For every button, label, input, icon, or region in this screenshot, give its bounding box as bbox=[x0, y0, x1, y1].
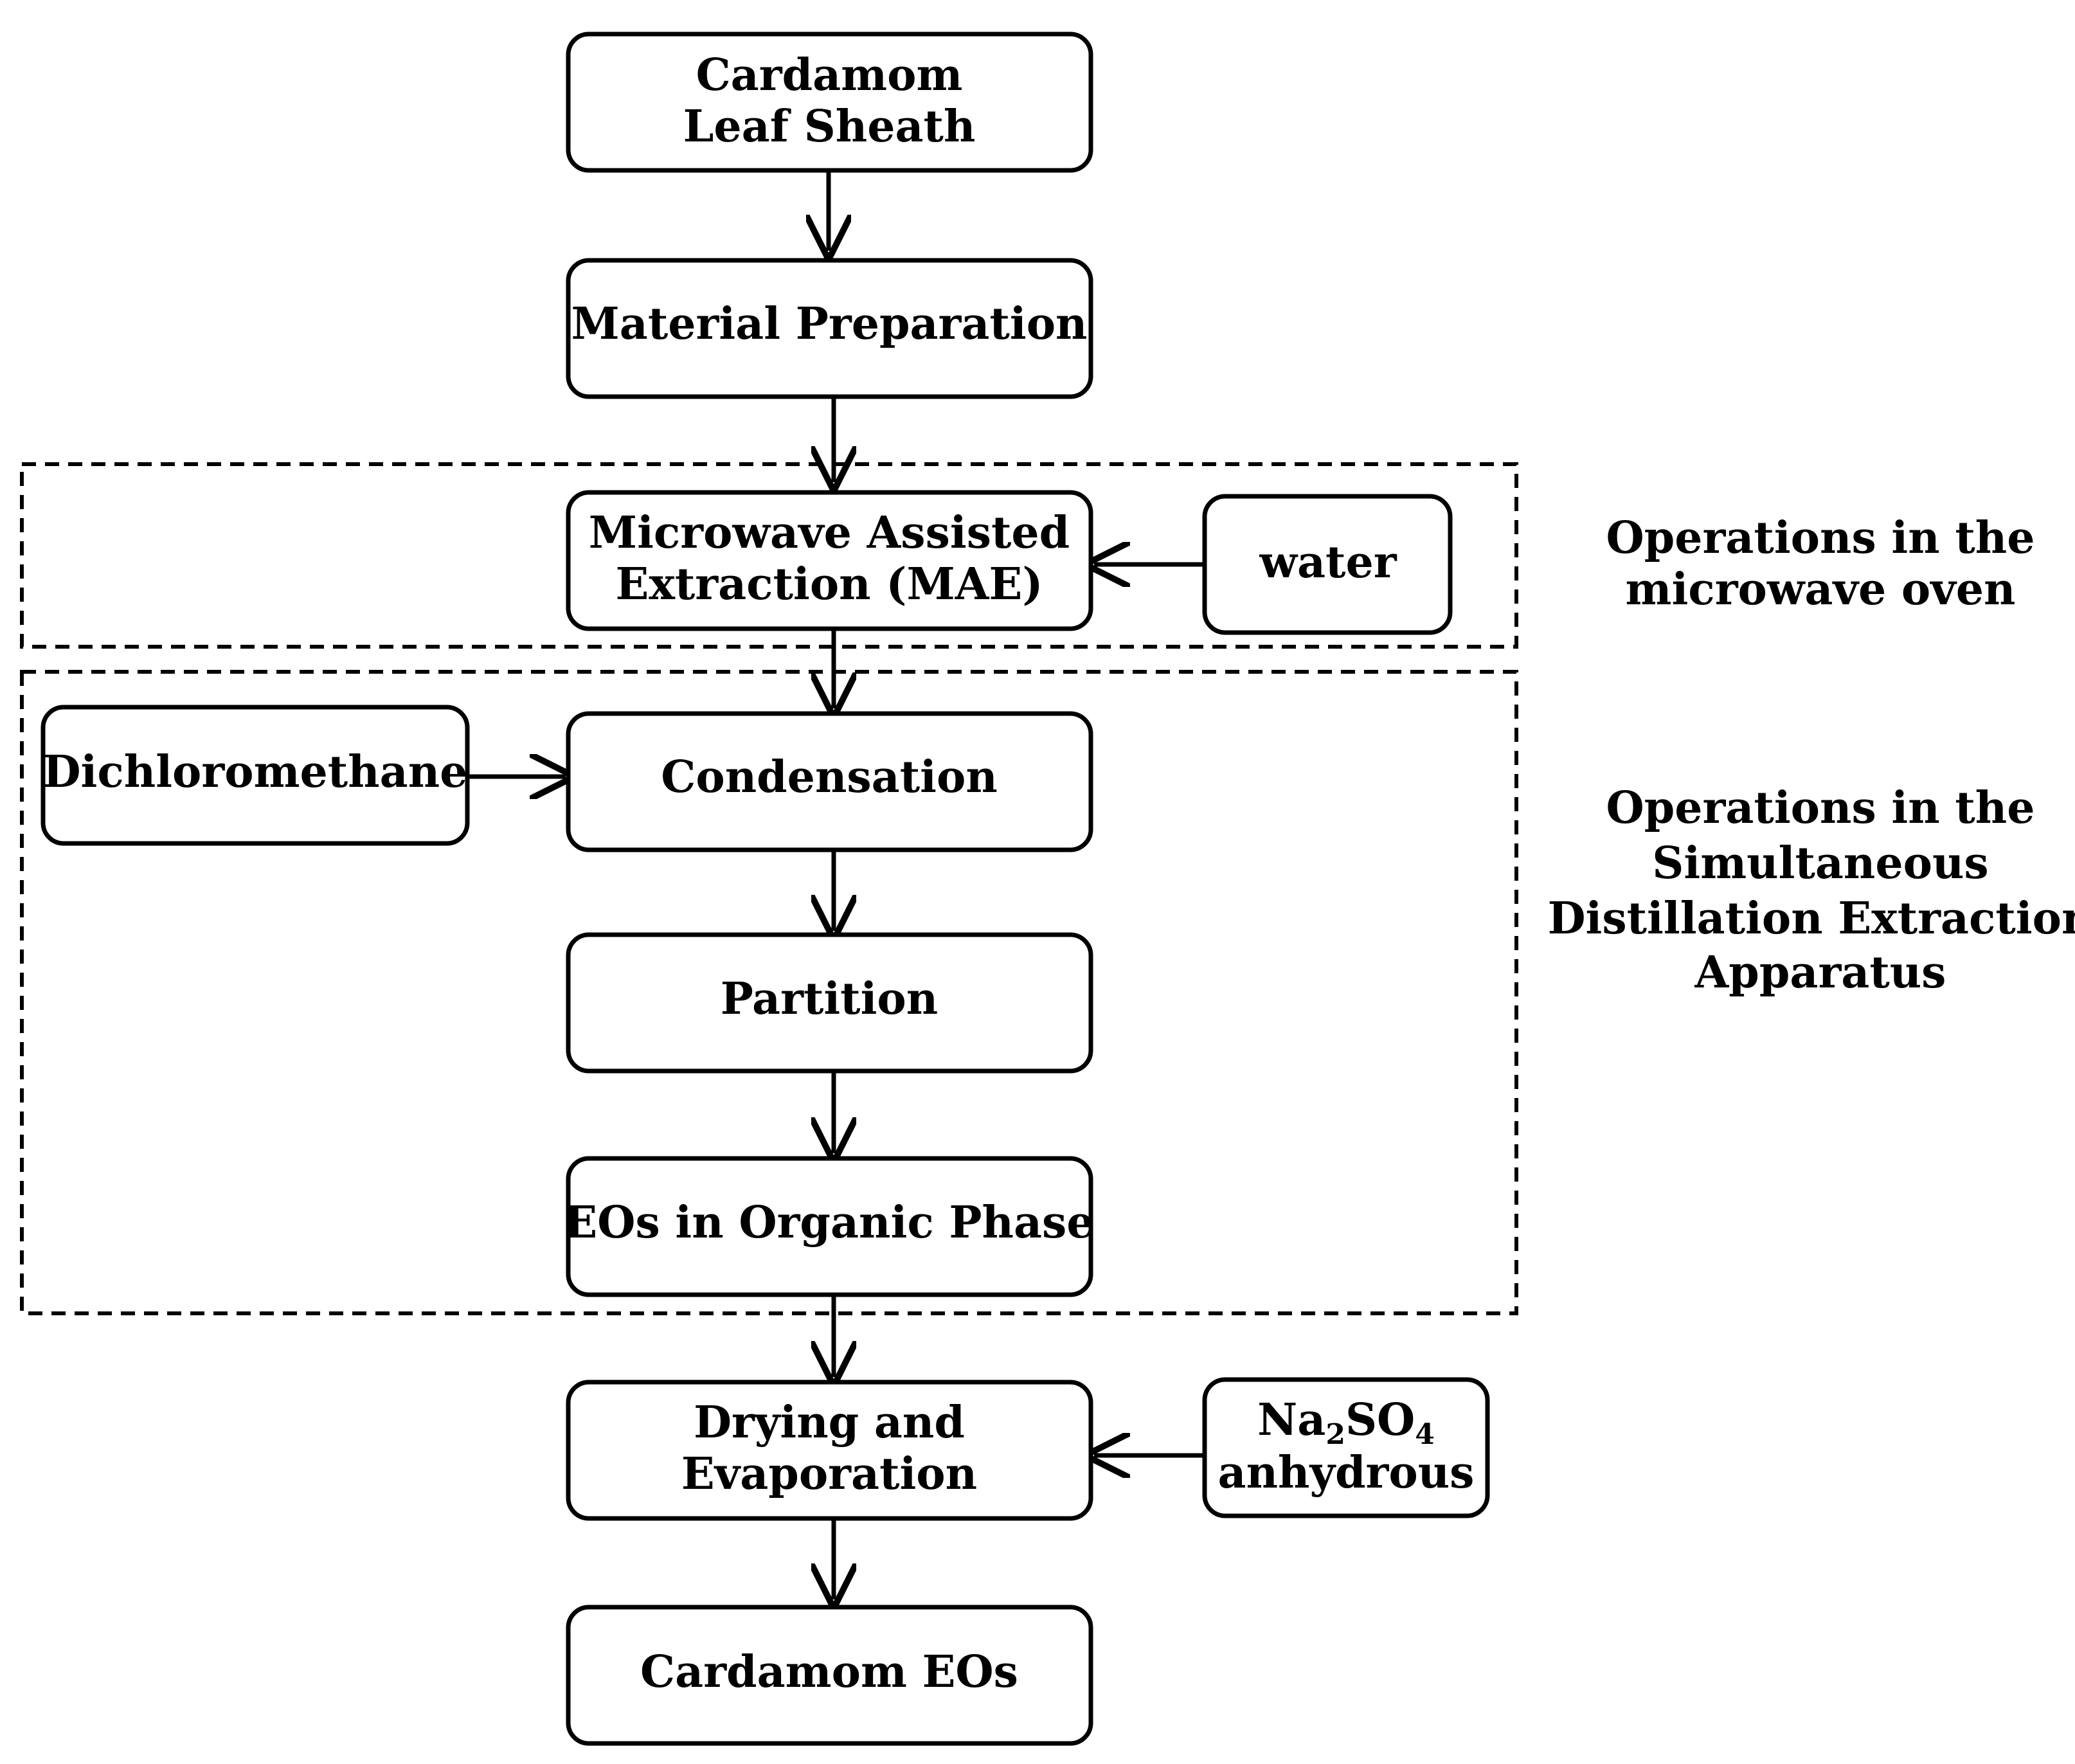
node-label: Condensation bbox=[661, 752, 998, 803]
caption-line1: Operations in the bbox=[1606, 782, 2035, 834]
node-label: EOs in Organic Phase bbox=[564, 1197, 1094, 1248]
node-label-line1: Cardamom bbox=[696, 50, 963, 101]
sde-apparatus-group bbox=[20, 670, 1518, 1315]
node-label-line2: anhydrous bbox=[1218, 1447, 1475, 1498]
formula-na: Na bbox=[1257, 1394, 1325, 1446]
formula-so: SO bbox=[1345, 1394, 1415, 1446]
node-label: water bbox=[1259, 537, 1397, 588]
node-cardamom-leaf-sheath: Cardamom Leaf Sheath bbox=[566, 32, 1093, 173]
node-label-line1: Na2SO4 bbox=[1257, 1394, 1435, 1451]
node-label-line1: Drying and bbox=[694, 1397, 965, 1448]
node-cardamom-eos: Cardamom EOs bbox=[566, 1605, 1093, 1746]
microwave-oven-group bbox=[20, 462, 1518, 649]
node-label-line2: Evaporation bbox=[681, 1448, 977, 1500]
node-label: Cardamom EOs bbox=[640, 1646, 1018, 1698]
caption-line3: Distillation Extraction bbox=[1548, 893, 2075, 944]
node-label-line1: Microwave Assisted bbox=[589, 507, 1070, 559]
caption-line2: microwave oven bbox=[1626, 564, 2016, 615]
node-label: Material Preparation bbox=[571, 298, 1088, 350]
node-water: water bbox=[1202, 494, 1453, 635]
node-partition: Partition bbox=[566, 932, 1093, 1074]
formula-sub-2: 2 bbox=[1325, 1418, 1345, 1451]
node-condensation: Condensation bbox=[566, 711, 1093, 852]
node-label-line2: Extraction (MAE) bbox=[616, 559, 1043, 610]
node-drying-evaporation: Drying and Evaporation bbox=[566, 1380, 1093, 1521]
caption-line4: Apparatus bbox=[1694, 947, 1946, 998]
caption-sde-apparatus: Operations in the Simultaneous Distillat… bbox=[1548, 782, 2075, 998]
node-na2so4-anhydrous: Na2SO4 anhydrous bbox=[1202, 1377, 1490, 1518]
node-material-preparation: Material Preparation bbox=[566, 258, 1093, 399]
caption-microwave-oven: Operations in the microwave oven bbox=[1606, 512, 2035, 615]
caption-line1: Operations in the bbox=[1606, 512, 2035, 564]
node-dichloromethane: Dichloromethane bbox=[40, 705, 470, 846]
node-label: Partition bbox=[721, 973, 938, 1025]
formula-sub-4: 4 bbox=[1415, 1418, 1435, 1451]
node-label: Dichloromethane bbox=[43, 746, 468, 798]
node-label-line2: Leaf Sheath bbox=[683, 101, 976, 152]
node-mae: Microwave Assisted Extraction (MAE) bbox=[566, 490, 1093, 631]
node-eos-organic-phase: EOs in Organic Phase bbox=[564, 1156, 1095, 1297]
caption-line2: Simultaneous bbox=[1652, 838, 1988, 889]
